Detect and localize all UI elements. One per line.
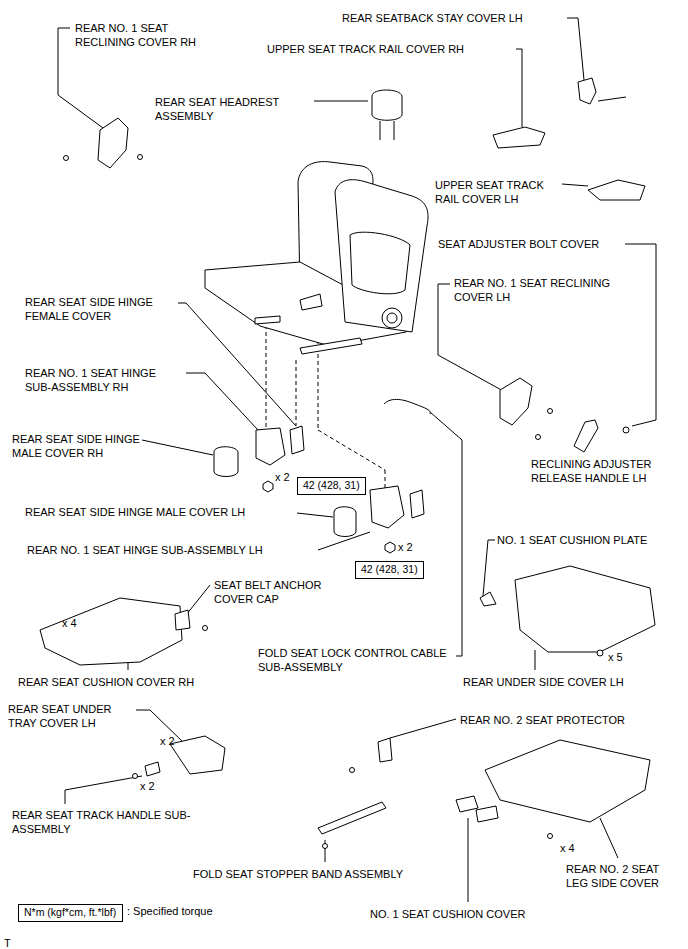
part-name: REAR SEAT SIDE HINGE FEMALE COVER [25,295,177,324]
torque-box: 42 (428, 31) [355,561,424,579]
part-name: FOLD SEAT STOPPER BAND ASSEMBLY [193,867,403,881]
torque-value: 42 (428, 31) [361,563,418,575]
quantity-mark: x 4 [560,841,575,855]
part-name: REAR SEAT SIDE HINGE MALE COVER RH [12,432,148,461]
quantity-mark: x 5 [608,650,623,664]
part-name: REAR SEAT HEADREST ASSEMBLY [155,95,305,124]
part-name: REAR UNDER SIDE COVER LH [463,675,624,689]
quantity-mark: x 2 [275,470,290,484]
part-name: REAR NO. 2 SEAT PROTECTOR [460,713,625,727]
part-name: REAR SEAT SIDE HINGE MALE COVER LH [25,505,245,519]
part-name: NO. 1 SEAT CUSHION COVER [370,907,525,921]
rear-seat [205,162,428,354]
part-name: REAR NO. 1 SEAT RECLINING COVER LH [454,276,630,305]
part-name: : Specified torque [127,904,213,918]
part-name: REAR NO. 2 SEAT LEG SIDE COVER [566,862,682,891]
part-name: RECLINING ADJUSTER RELEASE HANDLE LH [531,457,681,486]
quantity-mark: x 2 [140,779,155,793]
part-name: REAR SEATBACK STAY COVER LH [342,11,523,25]
part-name: REAR SEAT TRACK HANDLE SUB-ASSEMBLY [12,808,197,837]
part-name: FOLD SEAT LOCK CONTROL CABLE SUB-ASSEMBL… [258,646,463,675]
part-name: REAR SEAT UNDER TRAY COVER LH [8,702,138,731]
quantity-mark: x 4 [62,616,77,630]
torque-box: N*m (kgf*cm, ft.*lbf) [18,904,123,922]
part-name: REAR NO. 1 SEAT HINGE SUB-ASSEMBLY LH [27,543,263,557]
part-name: REAR NO. 1 SEAT RECLINING COVER RH [75,21,207,50]
part-name: UPPER SEAT TRACK RAIL COVER LH [435,178,565,207]
part-name: NO. 1 SEAT CUSHION PLATE [497,533,647,547]
part-name: REAR NO. 1 SEAT HINGE SUB-ASSEMBLY RH [25,366,185,395]
quantity-mark: x 2 [398,540,413,554]
torque-value: N*m (kgf*cm, ft.*lbf) [24,906,116,918]
part-name: REAR SEAT CUSHION COVER RH [18,675,194,689]
part-name: T [4,936,11,949]
part-name: SEAT BELT ANCHOR COVER CAP [214,578,346,607]
guide-lines [266,318,385,490]
headrest [372,90,402,140]
part-name: SEAT ADJUSTER BOLT COVER [438,237,599,251]
torque-value: 42 (428, 31) [303,479,360,491]
part-name: UPPER SEAT TRACK RAIL COVER RH [267,42,464,56]
quantity-mark: x 2 [160,734,175,748]
torque-box: 42 (428, 31) [297,477,366,495]
